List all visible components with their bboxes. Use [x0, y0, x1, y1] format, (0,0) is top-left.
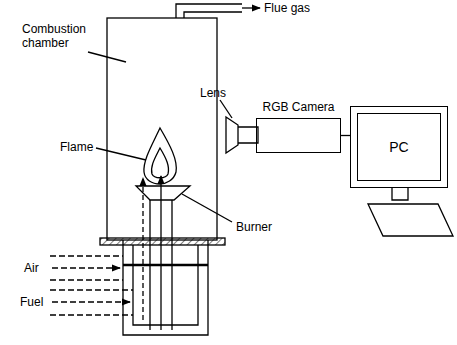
air-arrow	[52, 267, 120, 268]
flue-arrow	[242, 7, 260, 8]
leader-line	[220, 100, 232, 118]
camera-body	[256, 118, 341, 153]
base-plate	[100, 238, 225, 245]
part-label: Combustion chamber	[22, 22, 96, 50]
part-label: Burner	[236, 220, 272, 234]
part-label: Flame	[60, 140, 93, 154]
air-inlet	[50, 256, 123, 280]
flue-pipe	[176, 4, 242, 18]
flame-core	[152, 148, 169, 178]
part-label: Flue gas	[264, 1, 310, 15]
device-label: RGB Camera	[256, 100, 341, 118]
leader-line	[88, 52, 126, 62]
combustion-chamber	[107, 18, 217, 240]
lens	[226, 117, 258, 153]
keyboard	[368, 204, 453, 236]
monitor-stand	[392, 187, 408, 200]
air-flow-arrow	[142, 178, 143, 320]
leader-line	[96, 148, 146, 160]
fuel-arrow	[52, 301, 130, 302]
part-label: Lens	[200, 86, 226, 100]
pc-screen: PC	[357, 113, 441, 181]
leader-line	[182, 194, 232, 222]
camera-box: RGB Camera	[256, 100, 341, 153]
fuel-inlet	[50, 290, 133, 315]
part-label: Fuel	[20, 295, 43, 309]
camera-cable	[341, 135, 350, 136]
burner-housing	[123, 240, 208, 335]
flame	[144, 128, 176, 184]
partition	[123, 264, 208, 267]
device-label: PC	[389, 140, 408, 154]
part-label: Air	[24, 261, 39, 275]
pc-monitor: PC	[350, 106, 448, 188]
burner-head	[136, 186, 190, 200]
fuel-flow-arrow	[160, 176, 161, 330]
